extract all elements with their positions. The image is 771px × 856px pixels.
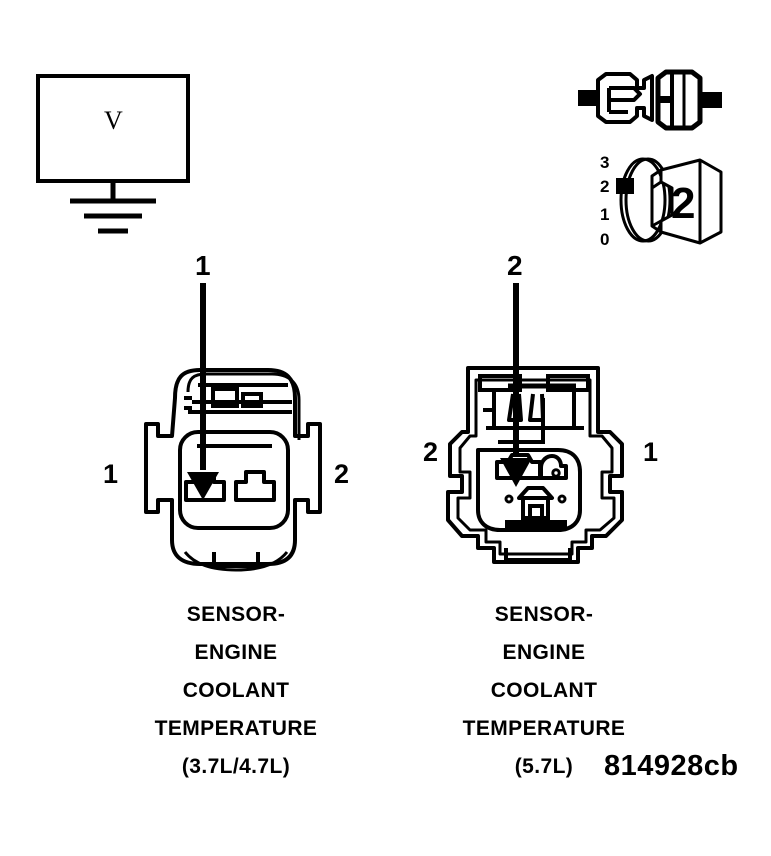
right-caption-line-4: TEMPERATURE bbox=[462, 717, 626, 740]
dial-tick-2: 2 bbox=[600, 177, 610, 196]
right-latch-arm bbox=[498, 398, 545, 444]
right-cavity-base-bar bbox=[505, 520, 567, 529]
test-probe-connector-pair bbox=[578, 69, 722, 131]
right-caption-line-3: COOLANT bbox=[490, 679, 598, 702]
left-lock-tab-a bbox=[211, 387, 239, 408]
right-terminal-pin-dot bbox=[551, 468, 561, 478]
left-lock-tab-b bbox=[241, 392, 263, 408]
right-connector-pin-2-label: 2 bbox=[423, 437, 439, 467]
voltmeter-label: V bbox=[104, 106, 123, 135]
right-connector-shell bbox=[446, 366, 624, 564]
left-connector-keyway bbox=[212, 552, 260, 568]
right-connector-caption: SENSOR- ENGINE COOLANT TEMPERATURE (5.7L… bbox=[416, 596, 672, 786]
left-connector-drawing bbox=[144, 368, 322, 572]
left-caption-line-2: ENGINE bbox=[194, 641, 278, 664]
female-connector-body bbox=[655, 69, 703, 131]
dial-value-label: 2 bbox=[671, 179, 696, 228]
left-caption-line-1: SENSOR- bbox=[186, 603, 286, 626]
right-arrow-head bbox=[500, 458, 532, 487]
left-caption-line-3: COOLANT bbox=[182, 679, 290, 702]
left-connector-shell bbox=[144, 368, 322, 566]
dial-block-side bbox=[650, 168, 662, 234]
male-connector-blade bbox=[609, 86, 642, 102]
probe-wire-left bbox=[578, 90, 598, 106]
male-connector-body bbox=[596, 72, 654, 124]
left-connector-caption: SENSOR- ENGINE COOLANT TEMPERATURE (3.7L… bbox=[108, 596, 364, 786]
right-dot-right bbox=[557, 494, 567, 504]
dial-block-notch bbox=[651, 180, 662, 228]
right-key-roof bbox=[517, 486, 554, 500]
figure-code: 814928cb bbox=[604, 750, 739, 782]
right-connector-drawing bbox=[446, 366, 624, 564]
right-dot-left bbox=[504, 494, 514, 504]
left-connector-pin-2-label: 2 bbox=[334, 459, 350, 489]
left-connector-shell-inner bbox=[186, 372, 301, 440]
right-terminal-cavity-1 bbox=[539, 454, 568, 480]
left-caption-line-4: TEMPERATURE bbox=[154, 717, 318, 740]
left-terminal-cavity-1 bbox=[184, 472, 226, 502]
right-cavity-wall bbox=[476, 448, 582, 532]
left-connector-pin-1-label: 1 bbox=[103, 459, 119, 489]
left-connector-base-curve bbox=[183, 551, 289, 572]
right-caption-line-1: SENSOR- bbox=[494, 603, 594, 626]
left-caption-line-5: (3.7L/4.7L) bbox=[181, 755, 291, 778]
right-latch-prong-left bbox=[507, 393, 523, 422]
right-arrow-label: 2 bbox=[507, 250, 523, 281]
probe-wire-right bbox=[700, 92, 722, 108]
right-caption-line-5: (5.7L) bbox=[514, 755, 574, 778]
right-caption-line-2: ENGINE bbox=[502, 641, 586, 664]
voltmeter-symbol bbox=[36, 74, 190, 234]
right-lock-rail-left bbox=[478, 374, 522, 392]
left-side-notch bbox=[184, 396, 192, 410]
dial-ring-inner bbox=[624, 157, 672, 243]
right-lock-rail-right bbox=[546, 374, 590, 392]
right-connector-pin-1-label: 1 bbox=[643, 437, 659, 467]
selector-dial bbox=[616, 157, 723, 245]
dial-tick-1: 1 bbox=[600, 205, 610, 224]
left-terminal-cavity-2 bbox=[234, 470, 276, 502]
female-connector-slot bbox=[660, 96, 674, 103]
left-cavity-wall bbox=[178, 430, 290, 530]
right-connector-foot bbox=[504, 548, 572, 562]
left-arrow-label: 1 bbox=[195, 250, 211, 281]
dial-position-marker bbox=[616, 178, 634, 194]
dial-tick-0: 0 bbox=[600, 230, 610, 249]
dial-tick-3: 3 bbox=[600, 153, 610, 172]
